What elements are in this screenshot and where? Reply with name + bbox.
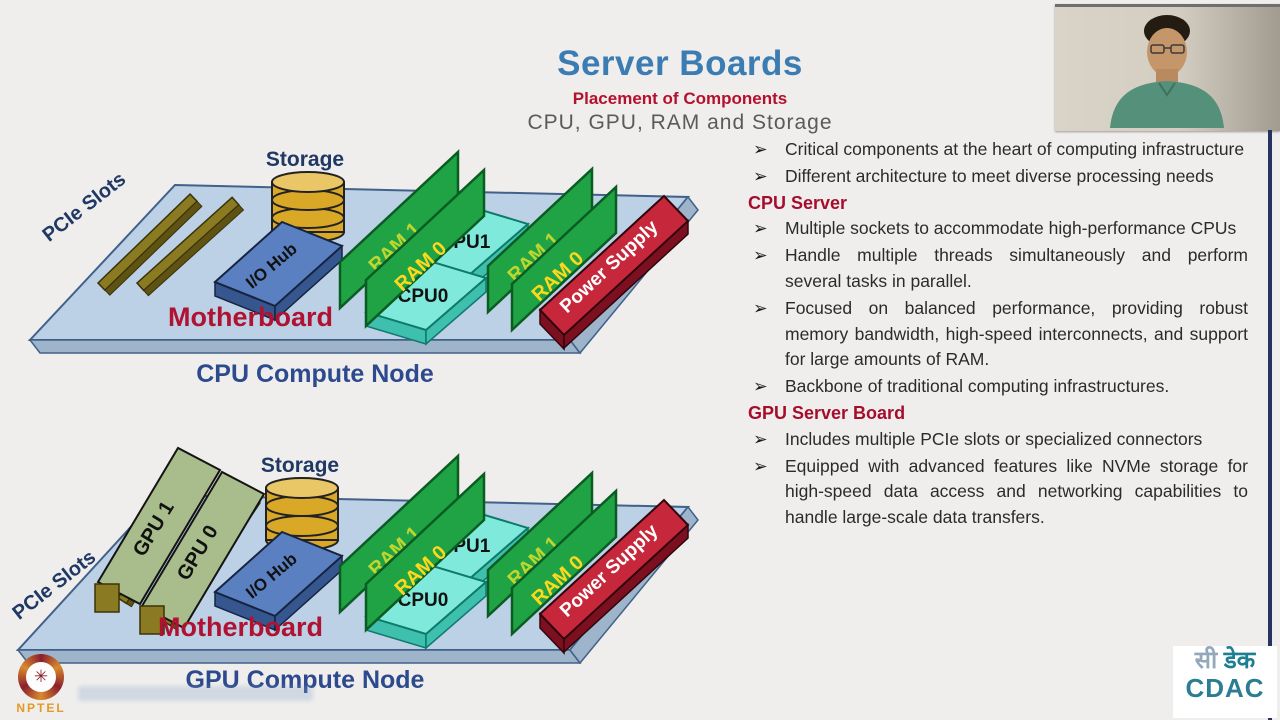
motherboard-front-edge	[28, 339, 582, 354]
bullet-item: ➢ Critical components at the heart of co…	[748, 137, 1248, 163]
presenter-face	[1147, 28, 1187, 76]
pcie-slot-bar	[135, 196, 245, 297]
gpu-server-heading: GPU Server Board	[748, 402, 906, 423]
bullet-text: Different architecture to meet diverse p…	[785, 165, 1214, 186]
arrow-bullet-icon: ➢	[753, 218, 768, 239]
cdac-hindi-part2: डेक	[1223, 647, 1256, 674]
presenter-illustration	[1110, 15, 1224, 128]
bullet-item: ➢ Multiple sockets to accommodate high-p…	[748, 216, 1248, 242]
bullet-text: Handle multiple threads simultaneously a…	[785, 245, 1248, 291]
cpu-server-bullet-list: ➢ Multiple sockets to accommodate high-p…	[748, 216, 1248, 400]
presenter-collar	[1158, 82, 1176, 97]
pcie-slots-label: PCIe Slots	[39, 168, 130, 246]
presenter-webcam	[1055, 4, 1280, 131]
notes-panel: ➢ Critical components at the heart of co…	[748, 137, 1248, 532]
pcie-socket	[139, 605, 165, 635]
arrow-bullet-icon: ➢	[753, 297, 768, 318]
cpu0-label: CPU0	[398, 286, 449, 307]
bullet-text: Critical components at the heart of comp…	[785, 139, 1245, 159]
bullet-item: ➢ Equipped with advanced features like N…	[748, 454, 1248, 531]
arrow-bullet-icon: ➢	[753, 165, 768, 186]
arrow-bullet-icon: ➢	[753, 376, 768, 397]
intro-bullet-list: ➢ Critical components at the heart of co…	[748, 137, 1248, 190]
cpu0-label: CPU0	[398, 590, 449, 611]
slide-header: Server Boards Placement of Components CP…	[300, 44, 1060, 135]
pcie-slot-bar	[96, 193, 203, 296]
page-subtitle: Placement of Components	[572, 89, 788, 108]
presenter-glasses-left	[1150, 44, 1165, 54]
storage-label: Storage	[266, 148, 344, 171]
gpu-compute-node-diagram: GPU 1 GPU 0 PCIe Slots Storage I/O Hub C…	[9, 446, 699, 694]
motherboard-label: Motherboard	[158, 612, 323, 642]
pcie-socket	[94, 583, 120, 613]
presenter-glasses-right	[1170, 44, 1185, 54]
slide-right-border	[1268, 130, 1272, 720]
cpu0-chip: CPU0	[363, 562, 489, 650]
cpu-node-caption: CPU Compute Node	[196, 360, 434, 388]
storage-label: Storage	[261, 454, 339, 477]
presenter-neck	[1156, 69, 1178, 83]
motherboard-label: Motherboard	[168, 302, 333, 332]
nptel-star-icon: ✳	[26, 662, 56, 692]
cdac-hindi-part1: सी	[1194, 647, 1218, 674]
bullet-text: Multiple sockets to accommodate high-per…	[785, 218, 1237, 239]
io-hub	[213, 220, 344, 322]
arrow-bullet-icon: ➢	[753, 245, 768, 266]
gpu-server-bullet-list: ➢ Includes multiple PCIe slots or specia…	[748, 427, 1248, 531]
bullet-text: Includes multiple PCIe slots or speciali…	[785, 428, 1203, 449]
cdac-wordmark: CDAC	[1185, 673, 1265, 703]
cdac-hindi-wordmark: सी डेक	[1173, 648, 1277, 674]
bullet-item: ➢ Different architecture to meet diverse…	[748, 164, 1248, 190]
nptel-logo: ✳ NPTEL	[6, 654, 76, 715]
motherboard-front-edge	[16, 649, 582, 664]
watermark	[78, 686, 313, 701]
cdac-logo: सी डेक CDAC	[1173, 646, 1277, 718]
bullet-text: Backbone of traditional computing infras…	[785, 376, 1170, 397]
bullet-item: ➢ Handle multiple threads simultaneously…	[748, 243, 1248, 295]
cpu0-chip: CPU0	[363, 258, 489, 346]
page-tagline: CPU, GPU, RAM and Storage	[527, 111, 833, 134]
arrow-bullet-icon: ➢	[753, 428, 768, 449]
gpu0-card: GPU 0	[140, 470, 266, 630]
presenter-shirt	[1110, 81, 1224, 128]
io-hub	[213, 530, 344, 632]
cpu-compute-node-diagram: PCIe Slots Storage I/O Hub CPU1 CPU0 RAM…	[27, 148, 699, 388]
bullet-text: Focused on balanced performance, providi…	[785, 297, 1248, 370]
arrow-bullet-icon: ➢	[753, 139, 768, 159]
nptel-ring-icon: ✳	[18, 654, 64, 700]
ram-bank-right: RAM 1 RAM 0	[486, 166, 618, 333]
bullet-text: Equipped with advanced features like NVM…	[785, 455, 1248, 528]
cpu-server-heading: CPU Server	[748, 192, 848, 213]
bullet-item: ➢ Backbone of traditional computing infr…	[748, 374, 1248, 400]
ram-bank-left: RAM 1 RAM 0	[338, 149, 486, 329]
page-title: Server Boards	[557, 44, 803, 83]
bullet-item: ➢ Focused on balanced performance, provi…	[748, 296, 1248, 373]
nptel-wordmark: NPTEL	[16, 701, 66, 715]
bullet-item: ➢ Includes multiple PCIe slots or specia…	[748, 427, 1248, 453]
gpu-node-caption: GPU Compute Node	[186, 666, 425, 694]
arrow-bullet-icon: ➢	[753, 455, 768, 476]
